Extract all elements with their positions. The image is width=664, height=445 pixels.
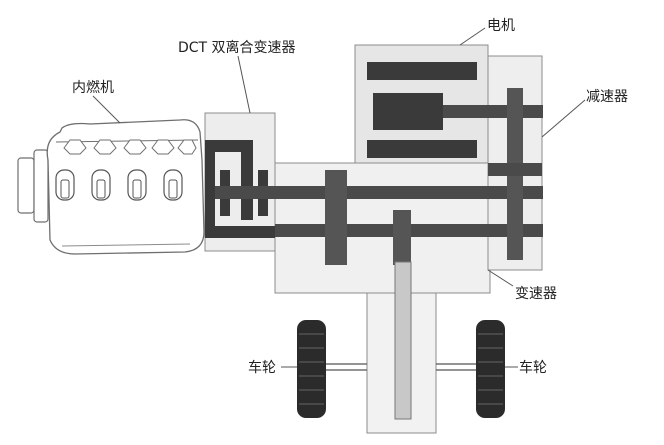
label-reducer: 减速器 [586, 89, 628, 105]
gear-2 [393, 210, 411, 265]
motor-stator-bottom [367, 140, 477, 158]
axles [326, 363, 478, 371]
label-motor: 电机 [487, 18, 515, 34]
motor-shaft [443, 105, 543, 118]
label-gearbox: 变速器 [515, 286, 557, 302]
leader-lines [92, 27, 586, 368]
label-wheel-right: 车轮 [519, 359, 547, 376]
leader-reducer [541, 99, 586, 138]
clutch-outer-right [241, 140, 253, 220]
wheel-right-tire [476, 320, 505, 418]
label-dct: DCT 双离合变速器 [178, 39, 296, 56]
engine-bottom-line [61, 243, 191, 247]
leader-engine [92, 95, 121, 124]
label-engine: 内燃机 [72, 79, 114, 96]
clutch-outer-left [205, 140, 215, 238]
input-shaft-upper [215, 186, 543, 199]
clutch-outer-bottom [205, 226, 275, 238]
wheel-left-tire [297, 320, 326, 418]
engine-spark-plugs [60, 179, 178, 199]
gear-1 [325, 170, 347, 265]
wheel-left [297, 320, 326, 418]
reducer-shaft-mid [488, 163, 542, 176]
engine-front-pulley [17, 157, 35, 214]
motor-rotor [373, 93, 443, 130]
wheel-right [476, 320, 505, 418]
engine [17, 119, 205, 255]
leader-gearbox [487, 269, 514, 287]
engine-front-cover [33, 149, 49, 223]
gearbox-shafts [215, 170, 543, 265]
leader-dct [237, 55, 251, 114]
output-shaft [394, 261, 412, 420]
motor-stator-top [367, 62, 477, 80]
engine-valve-covers [63, 139, 197, 155]
leader-motor [459, 27, 486, 46]
label-wheel-left: 车轮 [248, 359, 276, 376]
